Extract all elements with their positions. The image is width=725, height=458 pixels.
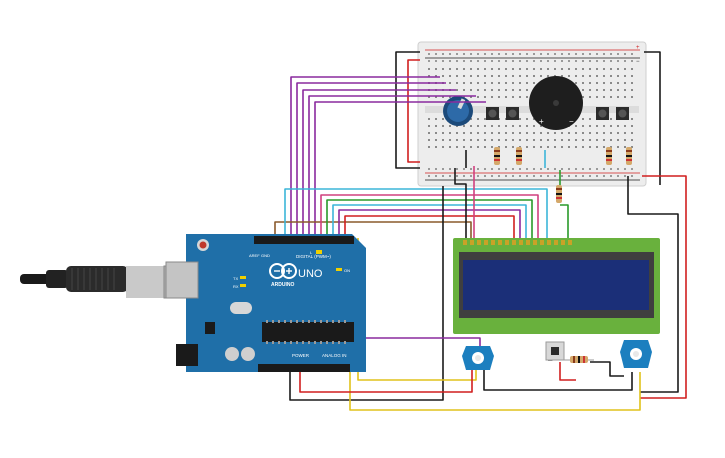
resistor-4[interactable]	[626, 147, 632, 165]
potentiometer[interactable]	[443, 96, 473, 126]
resistor-2[interactable]	[516, 147, 522, 165]
wire-cyan[interactable]	[284, 188, 548, 238]
l-label: L	[310, 250, 313, 255]
regulator	[205, 322, 215, 334]
wire-black-right[interactable]	[627, 176, 679, 393]
pushbutton-1[interactable]	[486, 107, 499, 120]
tx-label: TX	[233, 276, 238, 281]
led-rx	[240, 284, 246, 287]
crystal	[230, 302, 252, 314]
buzzer-minus-label: −	[569, 117, 574, 126]
breadboard-holes	[428, 53, 633, 177]
resistor-3[interactable]	[606, 147, 612, 165]
capacitor-1	[225, 347, 239, 361]
wire-purple-4[interactable]	[308, 95, 476, 238]
arduino-uno-board[interactable]: ARDUINO UNO DIGITAL (PWM~) POWER ANALOG …	[165, 234, 366, 372]
capacitor-2	[241, 347, 255, 361]
breadboard-minus-label: −	[636, 59, 640, 65]
wire-green-2[interactable]	[560, 204, 569, 238]
lcd-screen	[463, 260, 649, 310]
wire-black-sensor[interactable]	[289, 186, 444, 401]
wire-purple-2[interactable]	[296, 82, 446, 238]
atmega-chip	[262, 322, 354, 342]
gnd-label: GND	[261, 253, 270, 258]
wire-black-button[interactable]	[590, 361, 624, 377]
digital-header[interactable]	[254, 236, 354, 244]
resistor-button[interactable]	[564, 356, 594, 363]
wires[interactable]	[263, 51, 687, 411]
lcd-header-pins	[463, 240, 572, 245]
digital-label: DIGITAL (PWM~)	[296, 254, 331, 259]
power-analog-header[interactable]	[258, 364, 350, 372]
usb-port	[165, 261, 199, 299]
wire-red-button[interactable]	[559, 362, 576, 381]
wire-red-lcd[interactable]	[344, 215, 515, 238]
resistor-1[interactable]	[494, 147, 500, 165]
rx-label: RX	[233, 284, 239, 289]
buzzer-plus-label: +	[539, 117, 544, 126]
wire-red-right[interactable]	[640, 175, 687, 399]
led-l	[316, 250, 322, 254]
lcd-16x2[interactable]	[453, 238, 660, 334]
dc-jack	[176, 344, 198, 366]
sensor-module-right[interactable]	[620, 340, 652, 368]
wire-red-sensor[interactable]	[299, 370, 473, 393]
tactile-button[interactable]	[545, 341, 565, 361]
wire-black-lcd[interactable]	[454, 168, 467, 238]
wire-purple-6[interactable]	[338, 209, 521, 238]
on-label: ON	[344, 268, 350, 273]
power-label: POWER	[292, 353, 310, 358]
arduino-model-text: UNO	[298, 268, 323, 280]
wire-green-1[interactable]	[326, 199, 533, 238]
pushbutton-4[interactable]	[616, 107, 629, 120]
reset-button[interactable]	[199, 241, 207, 249]
wire-brown[interactable]	[274, 221, 472, 238]
wire-black-sensor-2[interactable]	[483, 370, 633, 391]
pushbutton-3[interactable]	[596, 107, 609, 120]
wire-gnd-right[interactable]	[644, 51, 661, 185]
analog-label: ANALOG IN	[322, 353, 347, 358]
arduino-brand-text: ARDUINO	[271, 282, 294, 288]
resistor-lcd[interactable]	[556, 185, 562, 203]
wire-cyan-2[interactable]	[332, 204, 527, 238]
led-tx	[240, 276, 246, 279]
wire-purple-5[interactable]	[314, 101, 486, 238]
pushbutton-2[interactable]	[506, 107, 519, 120]
led-on	[336, 268, 342, 271]
wire-vcc-rail[interactable]	[407, 59, 420, 163]
breadboard-plus-label: +	[636, 45, 640, 51]
arduino-logo	[269, 263, 297, 279]
wire-gnd-rail[interactable]	[395, 51, 420, 169]
sensor-module-left[interactable]	[462, 346, 494, 370]
aref-label: AREF	[249, 253, 260, 258]
piezo-buzzer[interactable]: + −	[529, 76, 583, 130]
wire-purple-1[interactable]	[290, 76, 440, 238]
wire-pink[interactable]	[320, 194, 539, 238]
